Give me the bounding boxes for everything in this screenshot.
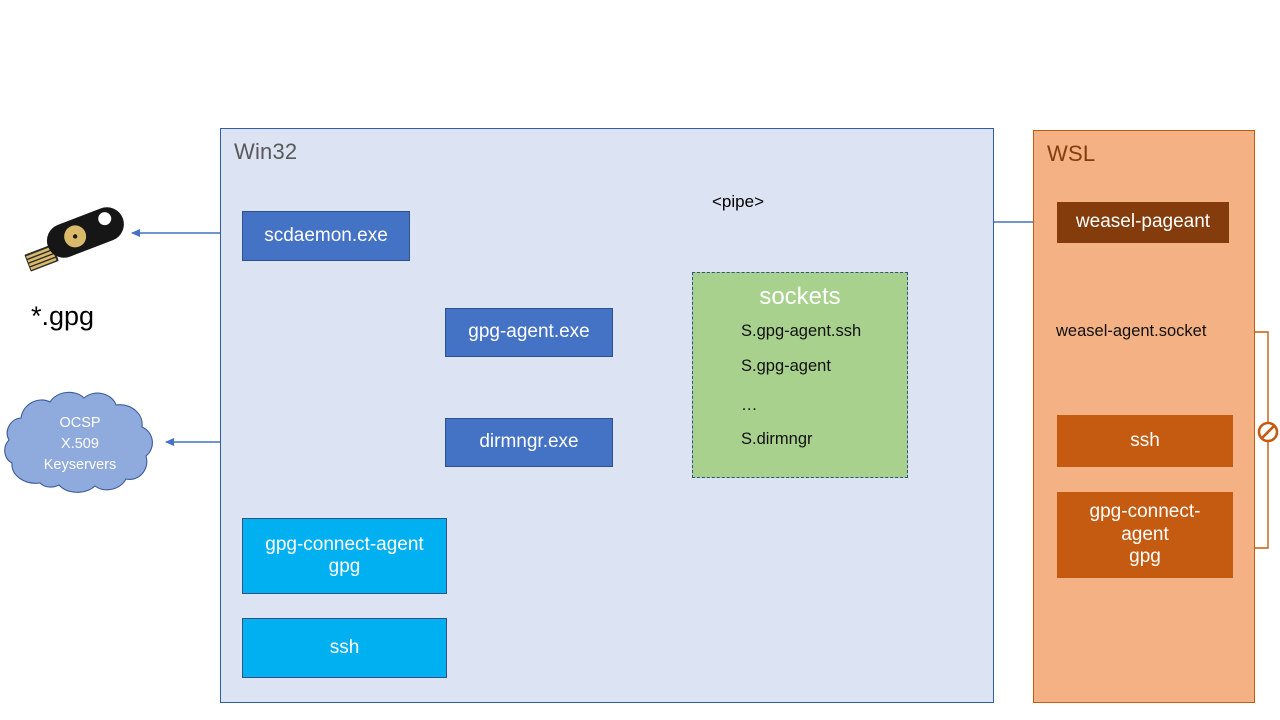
no-entry-icon	[1257, 421, 1279, 443]
socket-item-gpg-agent[interactable]: S.gpg-agent	[741, 357, 831, 375]
node-weasel-pageant-label: weasel-pageant	[1075, 211, 1211, 233]
keyservers-cloud: OCSP X.509 Keyservers	[2, 387, 158, 497]
node-gpg-agent-exe[interactable]: gpg-agent.exe	[445, 308, 613, 357]
node-gpg-agent-label: gpg-agent.exe	[468, 321, 590, 343]
weasel-agent-socket-label: weasel-agent.socket	[1056, 322, 1207, 340]
socket-item-gpg-agent-ssh[interactable]: S.gpg-agent.ssh	[741, 322, 862, 340]
node-win32-gca-label: gpg-connect-agent gpg	[265, 534, 423, 579]
node-wsl-gca-label: gpg-connect- agent gpg	[1090, 501, 1201, 568]
node-dirmngr-exe[interactable]: dirmngr.exe	[445, 418, 613, 467]
node-win32-ssh[interactable]: ssh	[242, 618, 447, 678]
usb-security-key-icon	[14, 196, 134, 282]
node-scdaemon-exe[interactable]: scdaemon.exe	[242, 211, 410, 261]
wsl-label: WSL	[1047, 141, 1096, 166]
pipe-label: <pipe>	[712, 192, 764, 211]
sockets-title: sockets	[759, 283, 841, 310]
win32-label: Win32	[234, 139, 298, 164]
node-win32-gpg-connect-agent[interactable]: gpg-connect-agent gpg	[242, 518, 447, 594]
node-wsl-gca-line1: gpg-connect-	[1089, 501, 1201, 523]
node-win32-gca-line2: gpg	[328, 556, 361, 577]
socket-item-dirmngr[interactable]: S.dirmngr	[741, 430, 813, 448]
cloud-shape	[4, 391, 153, 493]
node-win32-ssh-label: ssh	[329, 636, 360, 658]
yubikey-shape	[24, 207, 124, 272]
node-wsl-gpg-connect-agent[interactable]: gpg-connect- agent gpg	[1057, 492, 1233, 578]
node-weasel-pageant[interactable]: weasel-pageant	[1057, 202, 1229, 243]
node-wsl-ssh[interactable]: ssh	[1057, 415, 1233, 467]
no-entry-shape	[1257, 421, 1279, 443]
sockets-group: sockets S.gpg-agent.ssh S.gpg-agent … S.…	[692, 272, 908, 478]
gpg-file-label: *.gpg	[31, 301, 95, 331]
node-wsl-gca-line2: agent	[1121, 523, 1169, 545]
node-win32-gca-line1: gpg-connect-agent	[265, 533, 424, 555]
node-wsl-ssh-label: ssh	[1130, 429, 1160, 451]
node-wsl-gca-line3: gpg	[1129, 546, 1161, 568]
node-scdaemon-label: scdaemon.exe	[264, 224, 388, 246]
node-dirmngr-label: dirmngr.exe	[479, 431, 579, 453]
socket-item-ellipsis: …	[741, 396, 758, 414]
